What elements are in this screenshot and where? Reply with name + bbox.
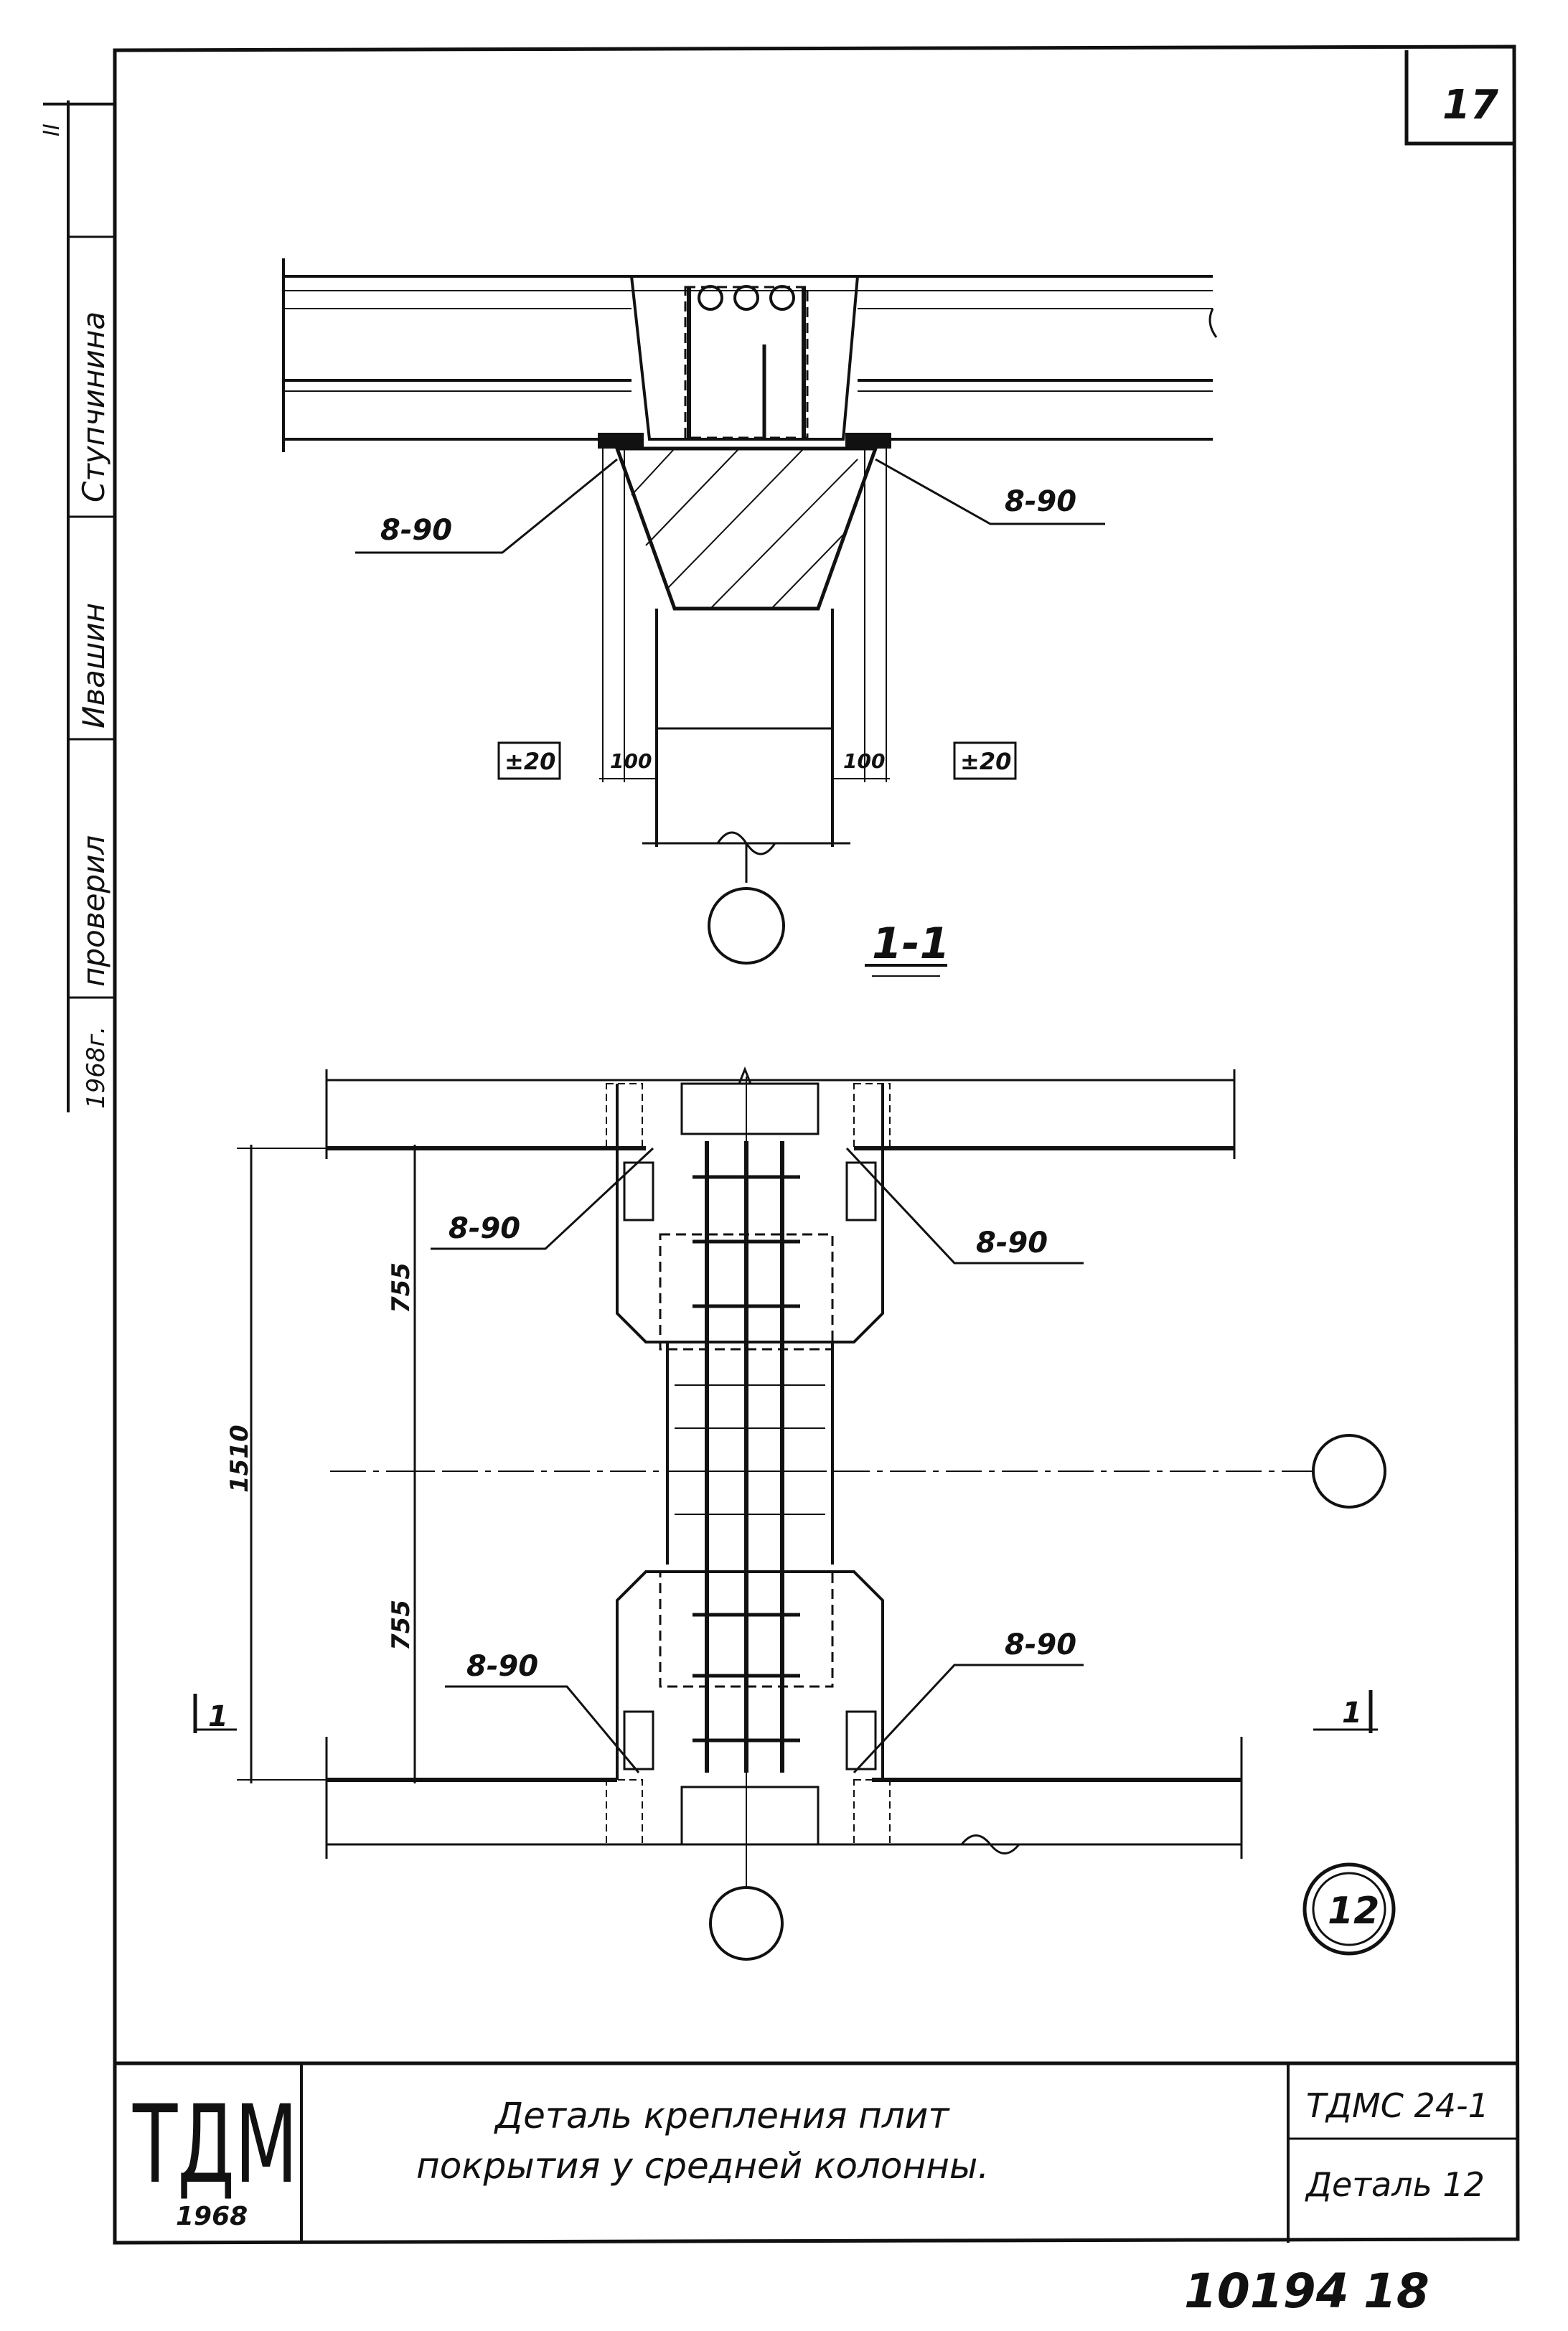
weld-label-bottom-left: 8-90 (466, 1650, 538, 1683)
side-stamp-name2: Ивашин (76, 603, 111, 728)
section-label: 1-1 (872, 919, 949, 969)
dim-100-right: 100 (843, 749, 885, 773)
dim-total-1510: 1510 (225, 1425, 254, 1493)
weld-label-top-right: 8-90 (976, 1227, 1048, 1260)
side-stamp-mark: II (39, 123, 65, 136)
bottom-page: 18 (1363, 2264, 1429, 2319)
detail-number: 12 (1328, 1890, 1379, 1933)
section-1-1 (282, 258, 1218, 977)
logo-year: 1968 (176, 2202, 248, 2231)
tolerance-right: ±20 (960, 748, 1011, 775)
logo: ТДМ (132, 2083, 298, 2208)
axis-bubble-section (708, 887, 785, 965)
page-number-box: 17 (1404, 50, 1514, 146)
page-number: 17 (1442, 82, 1498, 128)
series-code: ТДМС 24-1 (1306, 2086, 1489, 2125)
bottom-stamp: 10194 (1184, 2264, 1349, 2319)
cut-mark-left: 1 (208, 1700, 228, 1733)
side-stamp: II Ступчинина Ивашин проверил 1968г. (39, 100, 115, 1112)
cut-mark-right: 1 (1342, 1697, 1362, 1730)
weld-label-bottom-right: 8-90 (1005, 1628, 1076, 1661)
side-stamp-year: 1968г. (82, 1026, 111, 1109)
title-block (115, 2061, 1518, 2243)
side-stamp-name1: Ступчинина (76, 311, 111, 502)
detail-code: Деталь 12 (1305, 2165, 1485, 2204)
title-line-2: покрытия у средней колонны. (416, 2145, 989, 2187)
axis-bubble-plan-right (1312, 1434, 1386, 1509)
title-line-1: Деталь крепления плит (494, 2095, 950, 2137)
dim-bottom-755: 755 (387, 1600, 416, 1651)
dim-top-755: 755 (387, 1262, 416, 1313)
dim-100-left: 100 (610, 749, 652, 773)
tolerance-left: ±20 (504, 748, 555, 775)
detail-number-bubble: 12 (1302, 1862, 1396, 1956)
weld-label-left: 8-90 (380, 514, 452, 547)
side-stamp-role: проверил (76, 835, 111, 987)
weld-label-top-left: 8-90 (449, 1212, 520, 1245)
axis-bubble-plan-bottom (709, 1886, 784, 1961)
weld-label-right: 8-90 (1005, 485, 1076, 518)
plan-view (193, 1066, 1386, 1961)
sheet-frame (43, 44, 1520, 2245)
